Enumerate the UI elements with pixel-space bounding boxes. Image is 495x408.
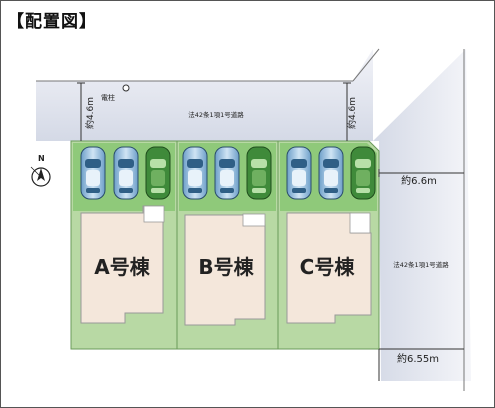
page-title: 【配置図】 (7, 12, 97, 32)
car-icon (286, 146, 312, 200)
building-b (184, 213, 266, 326)
building-a (80, 205, 165, 324)
dimension-right-label: 約4.6m (346, 97, 358, 129)
building-a-label: A号棟 (94, 255, 150, 279)
car-icon (318, 146, 344, 200)
car-icon (113, 146, 139, 200)
car-icon (80, 146, 106, 200)
building-b-label: B号棟 (198, 255, 254, 279)
front-road (36, 49, 373, 141)
utility-pole-icon (122, 84, 130, 92)
compact-car-icon (350, 146, 376, 200)
north-label: N (38, 154, 45, 163)
north-arrow-icon (30, 166, 51, 187)
road-edge-line (352, 48, 380, 82)
dimension-lower-width-label: 約6.55m (397, 352, 439, 365)
dimension-left-label: 約4.6m (84, 97, 96, 129)
building-c (286, 212, 372, 324)
car-icon (182, 146, 208, 200)
compact-car-icon (145, 146, 171, 200)
dimension-upper-width-label: 約6.6m (401, 174, 437, 187)
building-c-label: C号棟 (300, 255, 356, 279)
car-icon (214, 146, 240, 200)
compact-car-icon (246, 146, 272, 200)
utility-pole-label: 電柱 (101, 93, 115, 102)
front-road-label: 法42条1項1号道路 (188, 110, 244, 119)
side-road-label: 法42条1項1号道路 (393, 260, 449, 269)
parking-cars (80, 146, 376, 200)
side-road (373, 49, 471, 381)
